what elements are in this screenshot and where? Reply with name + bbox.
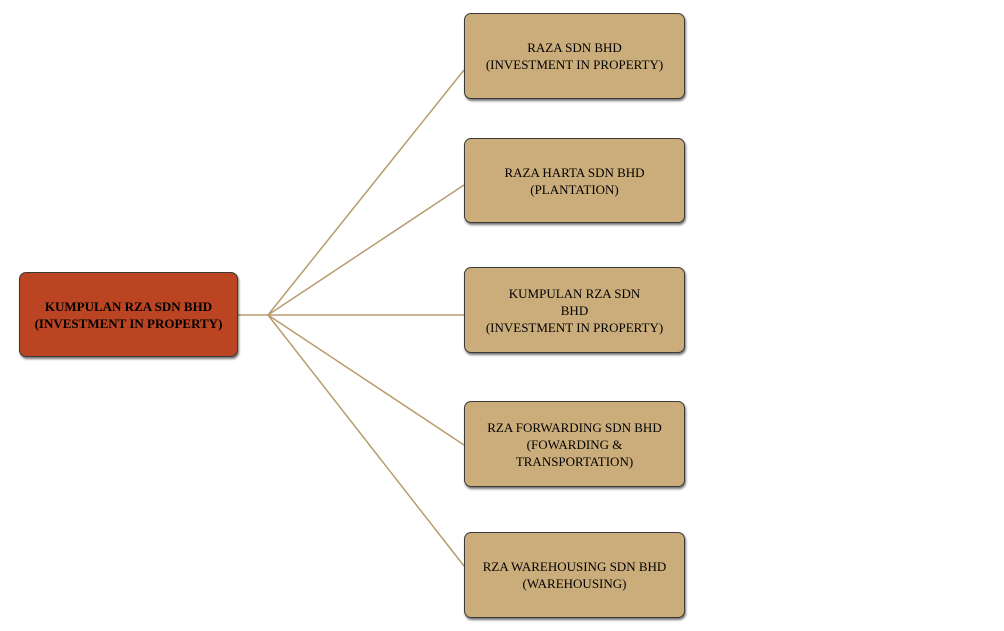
child-node-4: RZA FORWARDING SDN BHD (FOWARDING & TRAN… — [464, 401, 685, 487]
node-text: RZA WAREHOUSING SDN BHD — [482, 559, 667, 574]
node-text: (PLANTATION) — [530, 181, 619, 197]
node-text: (WAREHOUSING) — [522, 576, 627, 591]
node-text: (INVESTMENT IN PROPERTY) — [34, 315, 223, 331]
connector-child-2 — [267, 184, 465, 316]
root-node: KUMPULAN RZA SDN BHD (INVESTMENT IN PROP… — [19, 272, 238, 357]
child-node-1: RAZA SDN BHD (INVESTMENT IN PROPERTY) — [464, 13, 685, 99]
connector-child-1 — [267, 69, 465, 316]
node-text: RAZA SDN BHD — [527, 40, 622, 55]
node-text: (FOWARDING & — [526, 436, 623, 452]
node-text: KUMPULAN RZA SDN BHD — [44, 298, 213, 314]
node-text: TRANSPORTATION) — [515, 453, 634, 469]
node-text: RAZA HARTA SDN BHD — [504, 164, 645, 180]
node-text: RZA FORWARDING SDN BHD — [487, 419, 662, 435]
child-node-5: RZA WAREHOUSING SDN BHD (WAREHOUSING) — [464, 532, 685, 618]
node-text: KUMPULAN RZA SDN — [508, 285, 641, 301]
node-text: (INVESTMENT IN PROPERTY) — [485, 319, 664, 335]
child-node-3: KUMPULAN RZA SDN BHD (INVESTMENT IN PROP… — [464, 267, 685, 353]
connector-child-4 — [267, 314, 465, 446]
connector-child-5 — [267, 314, 465, 567]
child-node-2: RAZA HARTA SDN BHD (PLANTATION) — [464, 138, 685, 223]
node-text: (INVESTMENT IN PROPERTY) — [485, 57, 664, 72]
node-text: BHD — [560, 302, 589, 318]
